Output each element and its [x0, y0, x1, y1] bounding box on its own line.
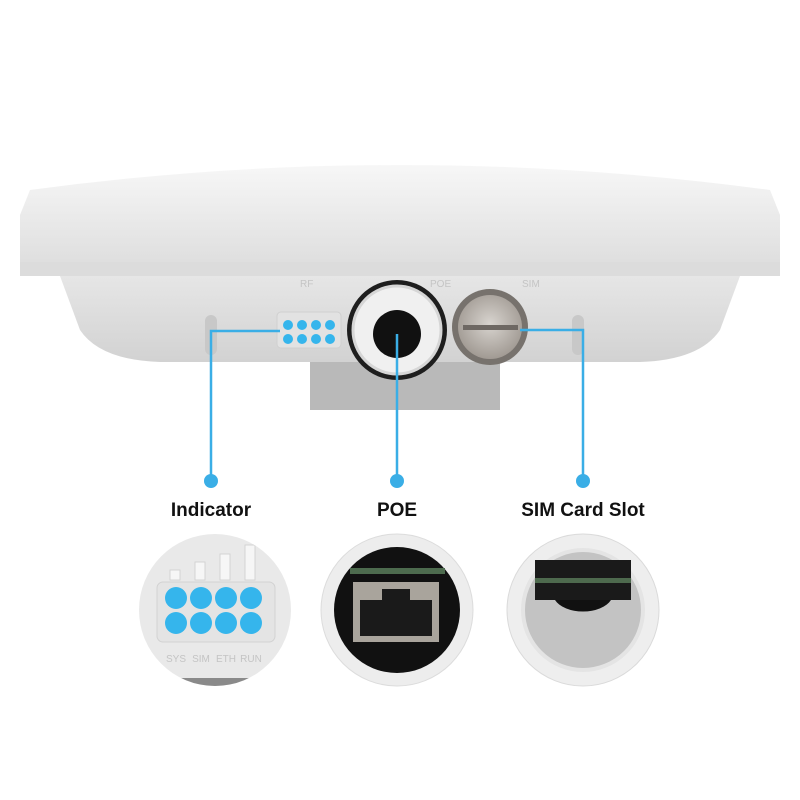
sim-card-slot-label: SIM Card Slot [521, 500, 645, 521]
indicator-label: Indicator [170, 500, 252, 521]
sim-detail-circle [506, 533, 660, 687]
poe-engraving: POE [430, 279, 451, 290]
led-indicator-group [283, 320, 335, 344]
callout-lines [209, 328, 585, 480]
led-label-sim: SIM [192, 654, 210, 665]
indicator-callout-dot [204, 474, 218, 488]
poe-detail-circle [320, 533, 474, 687]
indicator-detail-circle: SYS SIM ETH RUN [139, 534, 291, 686]
sim-callout-dot [576, 474, 590, 488]
led-label-sys: SYS [166, 654, 186, 665]
led-label-eth: ETH [216, 654, 236, 665]
rf-engraving: RF [300, 279, 313, 290]
poe-label: POE [376, 500, 418, 521]
router-device: RF POE SIM [20, 165, 780, 410]
sim-card-slot-icon [555, 600, 611, 612]
poe-callout-dot [390, 474, 404, 488]
led-label-run: RUN [240, 654, 262, 665]
sim-engraving: SIM [522, 279, 540, 290]
